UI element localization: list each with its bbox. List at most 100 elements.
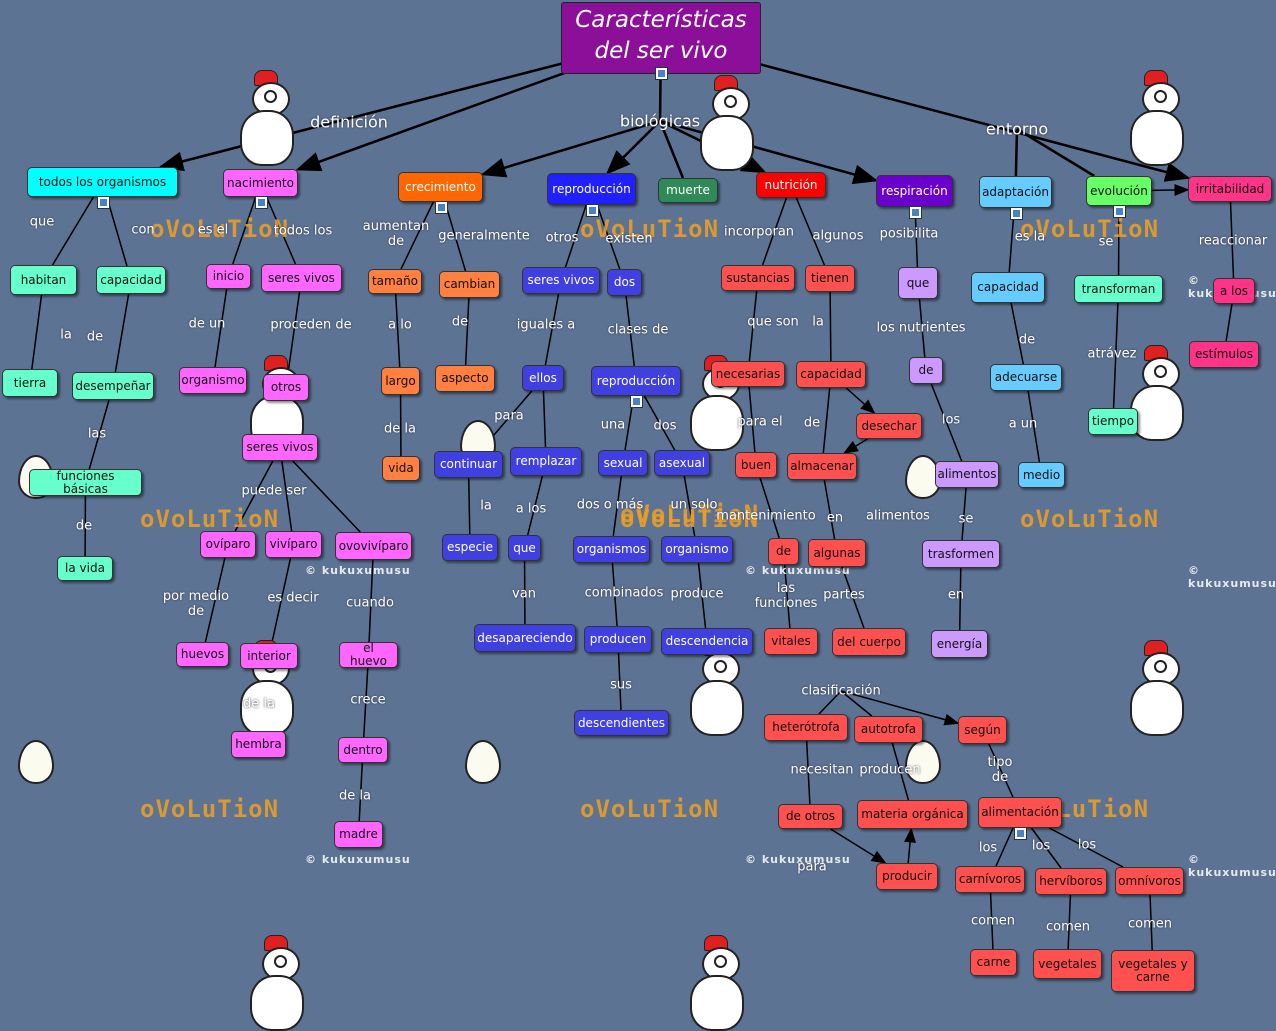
concept-node-aspecto[interactable]: aspecto — [435, 365, 495, 392]
concept-node-evolucion[interactable]: evolución — [1086, 176, 1152, 206]
concept-node-capacidad3[interactable]: capacidad — [971, 272, 1045, 303]
concept-node-autotrofa[interactable]: autotrofa — [854, 716, 923, 743]
concept-node-inicio[interactable]: inicio — [206, 264, 251, 289]
concept-node-dentro[interactable]: dentro — [338, 737, 388, 763]
concept-node-remplazar[interactable]: remplazar — [510, 447, 582, 476]
concept-node-vegetales[interactable]: vegetales — [1033, 949, 1102, 979]
resource-icon[interactable] — [909, 206, 922, 219]
concept-node-seres-vivos3[interactable]: seres vivos — [522, 267, 600, 294]
concept-node-que2[interactable]: que — [898, 267, 938, 299]
concept-node-vitales[interactable]: vitales — [764, 628, 818, 655]
map-title[interactable]: Características del ser vivo — [561, 2, 761, 74]
concept-node-desechar[interactable]: desechar — [856, 413, 922, 439]
concept-node-materia-organica[interactable]: materia orgánica — [857, 800, 968, 829]
concept-node-viviparo[interactable]: vivíparo — [265, 531, 322, 558]
concept-node-organismos[interactable]: organismos — [573, 536, 650, 563]
concept-node-todos-los-organismos[interactable]: todos los organismos — [27, 167, 178, 197]
concept-node-respiracion[interactable]: respiración — [876, 175, 953, 207]
concept-node-adecuarse[interactable]: adecuarse — [990, 364, 1062, 391]
concept-node-de-otros[interactable]: de otros — [778, 804, 843, 829]
concept-node-seres-vivos2[interactable]: seres vivos — [242, 434, 318, 461]
concept-node-reproduccion2[interactable]: reproducción — [591, 366, 681, 396]
concept-node-capacidad2[interactable]: capacidad — [796, 361, 866, 388]
resource-icon[interactable] — [1113, 205, 1126, 218]
concept-node-organismo2[interactable]: organismo — [661, 536, 733, 563]
concept-node-necesarias[interactable]: necesarias — [711, 361, 785, 387]
concept-node-largo[interactable]: largo — [381, 367, 420, 395]
concept-node-muerte[interactable]: muerte — [658, 178, 718, 203]
resource-icon[interactable] — [655, 67, 668, 80]
concept-node-capacidad1[interactable]: capacidad — [96, 266, 166, 294]
concept-node-madre[interactable]: madre — [334, 821, 383, 848]
resource-icon[interactable] — [1014, 827, 1027, 840]
concept-node-continuar[interactable]: continuar — [434, 451, 503, 478]
concept-node-hembra[interactable]: hembra — [231, 731, 286, 758]
resource-icon[interactable] — [586, 204, 599, 217]
concept-node-dos1[interactable]: dos — [607, 269, 642, 296]
concept-node-que1[interactable]: que — [508, 535, 541, 561]
concept-node-descendientes[interactable]: descendientes — [574, 710, 669, 736]
resource-icon[interactable] — [255, 196, 268, 209]
concept-node-vegetales-carne[interactable]: vegetales y carne — [1111, 950, 1195, 992]
concept-node-descendencia[interactable]: descendencia — [661, 628, 753, 655]
concept-node-huevos[interactable]: huevos — [176, 642, 229, 667]
concept-node-nutricion[interactable]: nutrición — [756, 172, 826, 198]
concept-node-sexual[interactable]: sexual — [598, 450, 648, 476]
concept-node-organismo[interactable]: organismo — [179, 367, 247, 394]
concept-node-algunas[interactable]: algunas — [808, 539, 866, 567]
concept-node-la-vida[interactable]: la vida — [57, 556, 113, 581]
resource-icon[interactable] — [1010, 207, 1023, 220]
concept-node-ovoviviparo[interactable]: ovovivíparo — [335, 532, 412, 560]
concept-node-heterotrofa[interactable]: heterótrofa — [764, 714, 848, 741]
concept-node-tierra[interactable]: tierra — [2, 369, 58, 397]
concept-node-producen[interactable]: producen — [584, 626, 652, 653]
concept-node-habitan[interactable]: habitan — [10, 265, 77, 295]
concept-node-carne[interactable]: carne — [970, 949, 1017, 976]
concept-node-oviparo[interactable]: ovíparo — [200, 531, 256, 558]
concept-node-omnivoros[interactable]: omnívoros — [1115, 867, 1184, 895]
concept-node-desapareciendo[interactable]: desapareciendo — [474, 624, 576, 652]
concept-node-estimulos[interactable]: estímulos — [1189, 341, 1259, 368]
concept-node-trasformen[interactable]: trasformen — [922, 540, 1000, 568]
concept-node-especie[interactable]: especie — [442, 534, 498, 561]
concept-node-segun[interactable]: según — [958, 716, 1007, 744]
resource-icon[interactable] — [435, 201, 448, 214]
concept-node-buen[interactable]: buen — [735, 452, 777, 478]
concept-node-energia[interactable]: energía — [931, 630, 988, 658]
concept-node-sustancias[interactable]: sustancias — [721, 265, 795, 291]
concept-node-tiempo[interactable]: tiempo — [1088, 408, 1138, 435]
concept-node-alimentacion[interactable]: alimentación — [978, 797, 1062, 828]
concept-node-del-cuerpo[interactable]: del cuerpo — [832, 628, 906, 656]
concept-node-a-los[interactable]: a los — [1213, 278, 1255, 304]
concept-node-medio[interactable]: medio — [1018, 462, 1065, 488]
concept-node-cambian[interactable]: cambian — [439, 271, 500, 298]
concept-node-desempenar[interactable]: desempeñar — [72, 372, 154, 400]
concept-node-reproduccion[interactable]: reproducción — [547, 173, 636, 205]
concept-node-otros1[interactable]: otros — [263, 374, 309, 401]
concept-node-irritabilidad[interactable]: irritabilidad — [1188, 176, 1272, 202]
concept-node-de2[interactable]: de — [909, 357, 943, 384]
concept-node-el-huevo[interactable]: el huevo — [339, 642, 398, 668]
concept-node-ellos[interactable]: ellos — [522, 365, 564, 391]
link-label-de2: de — [452, 315, 468, 330]
concept-node-adaptacion[interactable]: adaptación — [979, 176, 1052, 208]
concept-node-vida[interactable]: vida — [382, 456, 420, 481]
concept-node-herviboros[interactable]: hervíboros — [1035, 868, 1107, 895]
concept-node-tienen[interactable]: tienen — [805, 265, 855, 292]
resource-icon[interactable] — [630, 395, 643, 408]
link-label-todos-los: todos los — [274, 224, 333, 239]
concept-node-funciones-basicas[interactable]: funciones básicas — [29, 469, 142, 496]
concept-node-asexual[interactable]: asexual — [654, 450, 710, 476]
concept-node-tamano[interactable]: tamaño — [368, 269, 422, 294]
concept-node-transforman[interactable]: transforman — [1074, 275, 1163, 303]
concept-node-interior[interactable]: interior — [240, 643, 298, 669]
concept-node-seres-vivos1[interactable]: seres vivos — [261, 264, 342, 292]
concept-node-producir[interactable]: producir — [876, 863, 938, 890]
concept-node-alimentos[interactable]: alimentos — [935, 461, 999, 488]
concept-node-de-box[interactable]: de — [768, 538, 799, 565]
concept-node-nacimiento[interactable]: nacimiento — [223, 169, 298, 197]
resource-icon[interactable] — [97, 196, 110, 209]
concept-node-carnivoros[interactable]: carnívoros — [955, 866, 1025, 893]
concept-node-crecimiento[interactable]: crecimiento — [398, 172, 483, 202]
concept-node-almacenar[interactable]: almacenar — [787, 453, 857, 480]
